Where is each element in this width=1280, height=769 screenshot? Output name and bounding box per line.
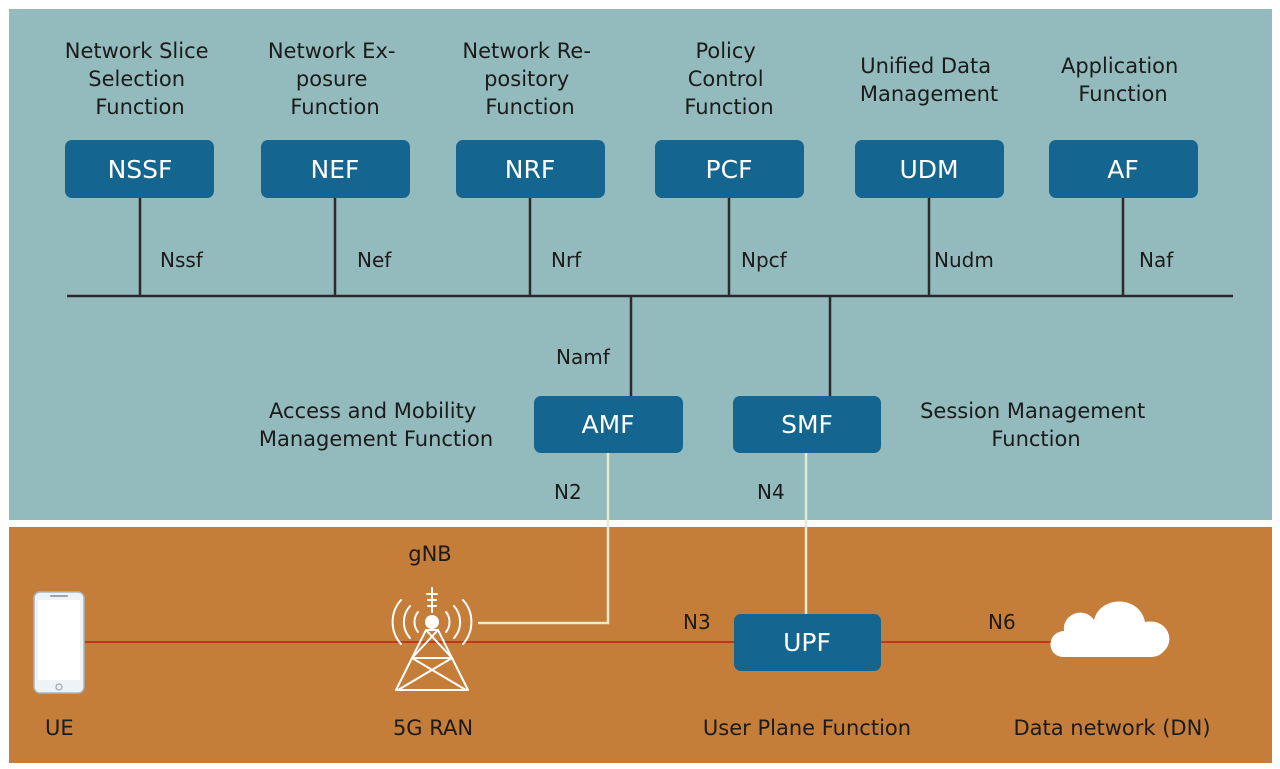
upf-label: UPF bbox=[783, 628, 831, 657]
af-box: AF bbox=[1049, 140, 1198, 198]
amf-box: AMF bbox=[534, 396, 683, 453]
smf-desc: Session Management Function bbox=[920, 399, 1152, 451]
af-interface-label: Naf bbox=[1139, 248, 1174, 272]
nef-interface-label: Nef bbox=[357, 248, 392, 272]
nrf-label: NRF bbox=[505, 155, 555, 184]
smartphone-icon bbox=[33, 591, 85, 694]
pcf-desc: Policy Control Function bbox=[684, 39, 773, 119]
nssf-desc: Network Slice Selection Function bbox=[65, 39, 216, 119]
cloud-icon bbox=[1050, 601, 1170, 657]
af-desc: Application Function bbox=[1061, 54, 1185, 106]
amf-interface-label: Namf bbox=[556, 345, 611, 369]
nrf-box: NRF bbox=[456, 140, 605, 198]
ue-label: UE bbox=[45, 716, 74, 740]
nef-desc: Network Ex- posure Function bbox=[268, 39, 402, 119]
cell-tower-icon bbox=[391, 587, 473, 691]
nrf-interface-label: Nrf bbox=[551, 248, 582, 272]
nrf-desc: Network Re- pository Function bbox=[462, 39, 597, 119]
amf-label: AMF bbox=[581, 410, 634, 439]
n4-interface-label: N4 bbox=[757, 480, 785, 504]
udm-interface-label: Nudm bbox=[934, 248, 994, 272]
nssf-box: NSSF bbox=[65, 140, 214, 198]
udm-label: UDM bbox=[899, 155, 958, 184]
nssf-label: NSSF bbox=[108, 155, 173, 184]
dn-label: Data network (DN) bbox=[1013, 716, 1210, 740]
pcf-interface-label: Npcf bbox=[741, 248, 788, 272]
pcf-label: PCF bbox=[706, 155, 753, 184]
smf-box: SMF bbox=[733, 396, 881, 453]
udm-box: UDM bbox=[855, 140, 1004, 198]
n2-interface-label: N2 bbox=[554, 480, 582, 504]
nef-label: NEF bbox=[311, 155, 360, 184]
udm-desc: Unified Data Management bbox=[860, 54, 998, 106]
af-label: AF bbox=[1107, 155, 1138, 184]
pcf-box: PCF bbox=[655, 140, 804, 198]
ran-label: 5G RAN bbox=[393, 716, 473, 740]
n3-interface-label: N3 bbox=[683, 610, 711, 634]
nef-box: NEF bbox=[261, 140, 410, 198]
amf-desc: Access and Mobility Management Function bbox=[259, 399, 493, 451]
gnb-label: gNB bbox=[408, 542, 451, 566]
upf-desc: User Plane Function bbox=[703, 716, 911, 740]
smf-label: SMF bbox=[781, 410, 833, 439]
n6-interface-label: N6 bbox=[988, 610, 1016, 634]
n2-link bbox=[478, 453, 610, 625]
upf-box: UPF bbox=[734, 614, 881, 671]
nssf-interface-label: Nssf bbox=[160, 248, 204, 272]
